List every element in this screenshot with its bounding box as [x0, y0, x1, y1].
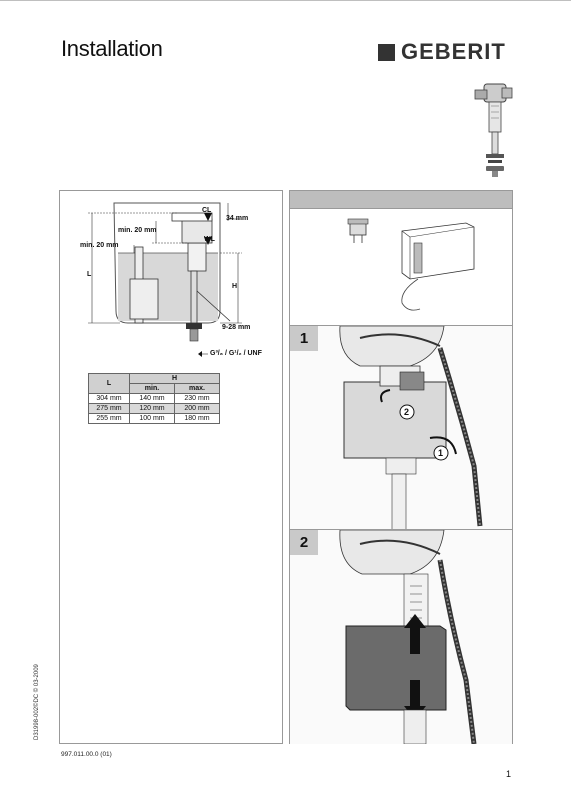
table-row: 255 mm 100 mm 180 mm: [88, 413, 220, 424]
min20-left-label: min. 20 mm: [80, 242, 119, 249]
document-code: D31998-002©DC © 03-2009: [34, 664, 40, 740]
table-row: 275 mm 120 mm 200 mm: [88, 403, 220, 414]
thread-label: G³/₈ / G¹/₂ / UNF: [210, 350, 262, 357]
callout-2: 2: [404, 407, 410, 417]
col-max-header: max.: [174, 383, 220, 394]
step-2-illustration: [339, 530, 477, 744]
cell-max: 200 mm: [174, 403, 220, 414]
logo-square-icon: [378, 43, 395, 61]
step-1-number: 1: [290, 326, 318, 351]
dimensions-panel: CL 34 mm min. 20 mm WL min. 20 mm L H 9-…: [59, 190, 283, 744]
top-rule: [0, 0, 571, 1]
cl-label: CL: [202, 207, 212, 214]
dim-34-label: 34 mm: [226, 215, 249, 222]
step-1-illustration: [339, 326, 483, 530]
brand-logo: GEBERIT: [378, 39, 506, 64]
page-number: 1: [506, 769, 512, 779]
cell-min: 140 mm: [129, 393, 175, 404]
step-1: 1 2 1: [290, 325, 512, 530]
dimensions-table: L H min. max. 304 mm 140 mm 230 mm 275 m…: [88, 373, 220, 424]
dimension-diagram: [88, 202, 242, 357]
panel-header-bar: [290, 191, 512, 209]
cell-l: 304 mm: [88, 393, 130, 404]
logo-text: GEBERIT: [401, 39, 506, 64]
col-l-header: L: [88, 373, 130, 394]
overview-illustration: [347, 218, 475, 311]
table-row: 304 mm 140 mm 230 mm: [88, 393, 220, 404]
cell-min: 100 mm: [129, 413, 175, 424]
wl-label: WL: [204, 236, 215, 243]
steps-panel: 1 2 1 2: [289, 190, 513, 744]
callout-1: 1: [438, 448, 444, 458]
cell-max: 230 mm: [174, 393, 220, 404]
min20-top-label: min. 20 mm: [118, 227, 157, 234]
col-h-header: H: [129, 373, 220, 384]
part-code: 997.011.00.0 (01): [61, 751, 112, 758]
step-2-number: 2: [290, 530, 318, 555]
cell-min: 120 mm: [129, 403, 175, 414]
cell-l: 255 mm: [88, 413, 130, 424]
range-label: 9-28 mm: [222, 324, 251, 331]
col-min-header: min.: [129, 383, 175, 394]
cell-max: 180 mm: [174, 413, 220, 424]
fill-valve-product-image: [474, 83, 513, 177]
step-2: 2: [290, 529, 512, 744]
page-title: Installation: [61, 36, 163, 61]
cell-l: 275 mm: [88, 403, 130, 414]
l-label: L: [87, 271, 92, 278]
h-label: H: [232, 283, 238, 290]
